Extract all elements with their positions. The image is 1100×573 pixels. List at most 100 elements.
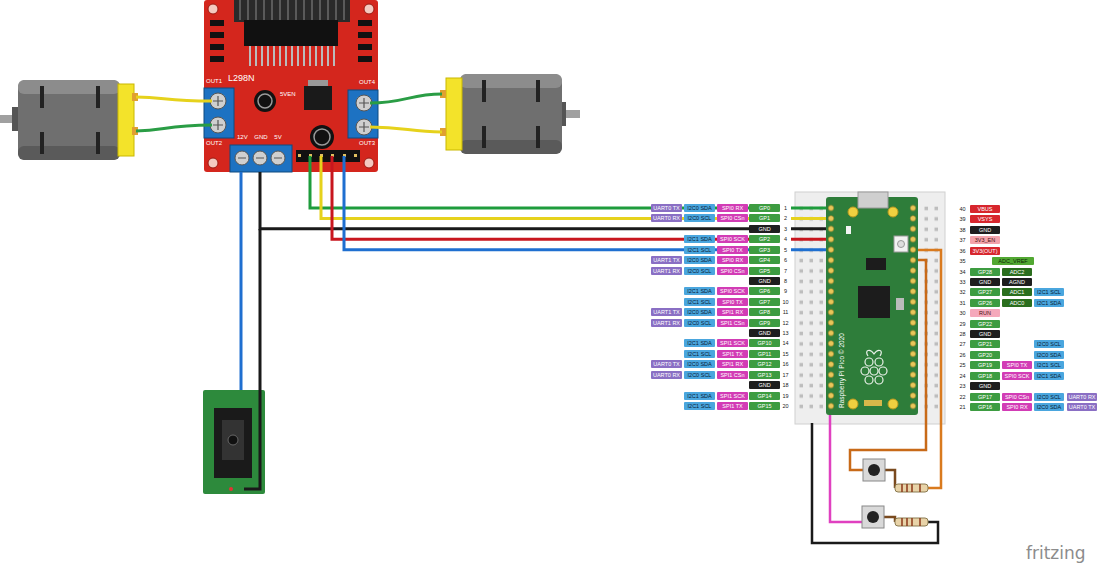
pico-board-art bbox=[861, 367, 869, 375]
button-circuit bbox=[885, 470, 895, 488]
pin-tag: GP21 bbox=[970, 340, 1000, 348]
l298n-board-art bbox=[208, 4, 218, 14]
button-circuit bbox=[812, 250, 941, 543]
pin-function: GND bbox=[979, 279, 991, 285]
pin-number: 19 bbox=[782, 393, 788, 399]
pin-tag: I2C0 SCL bbox=[1034, 340, 1064, 348]
pin-tag: UART0 TX bbox=[651, 204, 682, 212]
pin-function: GP20 bbox=[978, 352, 992, 358]
pin-function: GP3 bbox=[759, 247, 770, 253]
pin-tag: SPI1 SCK bbox=[717, 339, 748, 347]
text-holder: OUT2 bbox=[206, 140, 222, 147]
pin-tag: SPI0 SCK bbox=[1002, 372, 1032, 380]
pin-number-box: 29 bbox=[957, 320, 968, 328]
pin-number-box: 14 bbox=[780, 339, 791, 347]
pin-function: GP10 bbox=[757, 340, 771, 346]
pin-tag: I2C1 SCL bbox=[1034, 361, 1064, 369]
pin-tag: GP28 bbox=[970, 268, 1000, 276]
l298n-board-art bbox=[258, 94, 272, 108]
pin-tag: I2C0 SCL bbox=[684, 371, 715, 379]
pin-number: 21 bbox=[959, 404, 965, 410]
pin-tag: GND bbox=[970, 226, 1000, 234]
pico-board-art bbox=[826, 192, 918, 415]
l298n-board-art bbox=[213, 96, 369, 158]
pin-number: 37 bbox=[959, 237, 965, 243]
pin-tag: ADC0 bbox=[1002, 299, 1032, 307]
pin-tag: GP20 bbox=[970, 351, 1000, 359]
board-label: OUT2 bbox=[206, 140, 222, 146]
button-circuit bbox=[918, 250, 941, 488]
l298n-board-art bbox=[308, 80, 328, 86]
pin-function: I2C0 SCL bbox=[1037, 341, 1061, 347]
motor-leads bbox=[331, 156, 334, 172]
pin-tag: GP16 bbox=[970, 403, 1000, 411]
pin-tag: I2C1 SDA bbox=[1034, 299, 1064, 307]
left-motor bbox=[96, 132, 100, 154]
power-wires bbox=[240, 172, 243, 404]
right-motor bbox=[460, 74, 562, 154]
pin-tag: SPI0 TX bbox=[1002, 361, 1032, 369]
pin-function: I2C0 SDA bbox=[687, 205, 711, 211]
dc-jack bbox=[228, 435, 238, 445]
right-motor bbox=[482, 126, 486, 148]
right-motor bbox=[440, 74, 580, 154]
button-circuit bbox=[895, 518, 928, 526]
pico-board-art bbox=[894, 236, 908, 252]
pico-board-art bbox=[865, 376, 873, 384]
ground-wire bbox=[244, 229, 260, 489]
pin-number-box: 2 bbox=[780, 214, 791, 222]
pin-function: GND bbox=[758, 382, 770, 388]
pin-function: SPI0 CSn bbox=[1005, 394, 1029, 400]
pin-tag: I2C0 SDA bbox=[684, 256, 715, 264]
dc-jack bbox=[229, 487, 233, 491]
pin-tag: 3V3(OUT) bbox=[970, 247, 1000, 255]
button-circuit bbox=[902, 484, 920, 492]
pin-function: GP18 bbox=[978, 373, 992, 379]
pin-number-box: 5 bbox=[780, 246, 791, 254]
pin-function: UART0 TX bbox=[653, 361, 679, 367]
watermark-box: fritzing bbox=[1026, 543, 1086, 563]
breadboard bbox=[795, 203, 945, 411]
pin-tag: I2C0 SDA bbox=[684, 308, 715, 316]
pin-function: GP11 bbox=[758, 351, 772, 357]
pico-board-art bbox=[848, 207, 858, 217]
pin-function: SPI1 TX bbox=[722, 351, 742, 357]
pin-number-box: 24 bbox=[957, 372, 968, 380]
pin-tag: GND bbox=[970, 382, 1000, 390]
pin-function: SPI0 CSn bbox=[720, 215, 744, 221]
pin-function: GP4 bbox=[759, 257, 770, 263]
pin-tag: SPI1 SCK bbox=[717, 392, 748, 400]
pin-tag: SPI1 CSn bbox=[717, 371, 748, 379]
l298n-board-art bbox=[204, 0, 378, 172]
pin-function: SPI1 SCK bbox=[720, 340, 745, 346]
l298n-board-art bbox=[314, 129, 330, 145]
l298n-board-art bbox=[240, 0, 344, 20]
l298n-board-art bbox=[348, 90, 378, 138]
pin-function: I2C1 SCL bbox=[688, 247, 712, 253]
pin-function: RUN bbox=[979, 310, 991, 316]
pin-number: 13 bbox=[782, 330, 788, 336]
l298n-board-art bbox=[234, 0, 350, 22]
pin-function: GND bbox=[979, 383, 991, 389]
pin-tag: SPI1 TX bbox=[717, 402, 748, 410]
l298n-board-art bbox=[310, 125, 334, 149]
right-motor bbox=[482, 80, 486, 102]
button-circuit bbox=[830, 415, 862, 522]
dc-jack bbox=[203, 390, 265, 494]
pin-tag: I2C1 SCL bbox=[684, 350, 715, 358]
pin-function: I2C0 SDA bbox=[687, 257, 711, 263]
pin-number: 7 bbox=[784, 268, 787, 274]
board-label: L298N bbox=[228, 73, 255, 83]
pin-number: 29 bbox=[959, 321, 965, 327]
l298n-board-art bbox=[204, 88, 234, 138]
board-label: OUT1 bbox=[206, 78, 222, 84]
left-motor bbox=[40, 132, 44, 154]
pin-tag: AGND bbox=[1002, 278, 1032, 286]
button-circuit bbox=[884, 517, 895, 522]
pin-function: I2C1 SDA bbox=[687, 393, 711, 399]
pin-number-box: 36 bbox=[957, 247, 968, 255]
pin-number-box: 18 bbox=[780, 381, 791, 389]
pin-function: I2C1 SDA bbox=[687, 340, 711, 346]
pin-number: 38 bbox=[959, 227, 965, 233]
